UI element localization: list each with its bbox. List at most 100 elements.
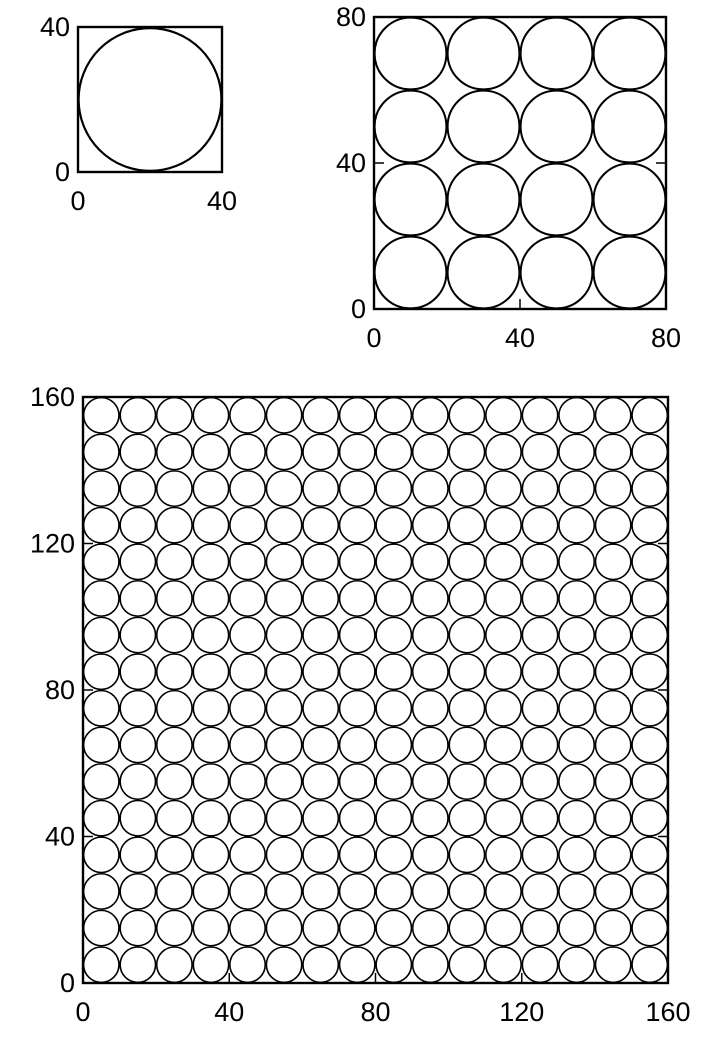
packed-circle xyxy=(558,616,596,654)
packed-circle xyxy=(265,763,303,801)
packed-circle xyxy=(448,689,486,727)
packed-circle xyxy=(338,872,376,910)
packed-circle xyxy=(631,433,669,471)
packed-circle xyxy=(558,763,596,801)
packed-circle xyxy=(119,909,157,947)
packed-circle xyxy=(192,726,230,764)
packed-circle xyxy=(411,872,449,910)
packed-circle xyxy=(558,506,596,544)
packed-circle xyxy=(594,396,632,434)
packed-circle xyxy=(192,543,230,581)
packed-circle xyxy=(229,909,267,947)
packed-circle xyxy=(265,396,303,434)
packed-circle xyxy=(631,909,669,947)
x-tick-label: 0 xyxy=(366,323,381,353)
packed-circle xyxy=(521,946,559,984)
packed-circle xyxy=(192,763,230,801)
packed-circle xyxy=(484,433,522,471)
packed-circle xyxy=(375,616,413,654)
packed-circle xyxy=(265,909,303,947)
packed-circle xyxy=(411,689,449,727)
packed-circle xyxy=(594,470,632,508)
packed-circle xyxy=(411,726,449,764)
packed-circle xyxy=(302,506,340,544)
packed-circle xyxy=(155,470,193,508)
packed-circle xyxy=(448,396,486,434)
packed-circle xyxy=(411,506,449,544)
packed-circle xyxy=(229,579,267,617)
packed-circle xyxy=(338,726,376,764)
packed-circle xyxy=(155,799,193,837)
packed-circle xyxy=(375,689,413,727)
packed-circle xyxy=(338,579,376,617)
packed-circle xyxy=(411,543,449,581)
packed-circle xyxy=(155,433,193,471)
packed-circle xyxy=(302,946,340,984)
square-frame xyxy=(76,25,224,174)
packed-circle xyxy=(521,726,559,764)
packed-circle xyxy=(594,946,632,984)
packed-circle xyxy=(338,909,376,947)
packed-circle xyxy=(558,872,596,910)
packed-circle xyxy=(229,433,267,471)
packed-circle xyxy=(338,946,376,984)
packed-circle xyxy=(484,543,522,581)
packed-circle xyxy=(448,653,486,691)
packed-circle xyxy=(631,836,669,874)
packed-circle xyxy=(155,909,193,947)
packed-circle xyxy=(448,763,486,801)
packed-circle xyxy=(119,689,157,727)
packed-circle xyxy=(338,763,376,801)
packed-circle xyxy=(82,799,120,837)
packed-circle xyxy=(82,946,120,984)
y-tick-label: 80 xyxy=(336,2,366,32)
packed-circle xyxy=(192,909,230,947)
y-tick-label: 80 xyxy=(45,675,75,705)
packed-circle xyxy=(375,946,413,984)
packed-circle xyxy=(192,653,230,691)
packed-circle xyxy=(484,506,522,544)
packed-circle xyxy=(594,836,632,874)
packed-circle xyxy=(265,433,303,471)
packed-circle xyxy=(192,506,230,544)
packed-circle xyxy=(375,470,413,508)
packed-circle xyxy=(375,726,413,764)
packed-circle xyxy=(265,689,303,727)
packed-circle xyxy=(448,433,486,471)
packed-circle xyxy=(448,543,486,581)
packed-circle xyxy=(411,909,449,947)
packed-circle xyxy=(558,470,596,508)
packed-circle xyxy=(448,470,486,508)
packed-circle xyxy=(594,506,632,544)
packed-circle xyxy=(302,616,340,654)
packed-circle xyxy=(82,616,120,654)
packed-circle xyxy=(631,872,669,910)
packed-circle xyxy=(192,433,230,471)
packed-circle xyxy=(119,396,157,434)
packed-circle xyxy=(155,506,193,544)
packed-circle xyxy=(448,799,486,837)
packed-circle xyxy=(192,872,230,910)
packed-circle xyxy=(594,433,632,471)
packed-circle xyxy=(119,836,157,874)
packed-circle xyxy=(592,162,667,237)
packed-circle xyxy=(448,946,486,984)
x-tick-label: 80 xyxy=(651,323,681,353)
packed-circle xyxy=(594,653,632,691)
packed-circle xyxy=(594,799,632,837)
packed-circle xyxy=(411,433,449,471)
packed-circle xyxy=(373,162,448,237)
packed-circle xyxy=(558,653,596,691)
packed-circle xyxy=(302,396,340,434)
packed-circle xyxy=(265,579,303,617)
packed-circle xyxy=(119,872,157,910)
packed-circle xyxy=(82,396,120,434)
packed-circle xyxy=(519,16,594,91)
packed-circle xyxy=(558,579,596,617)
packed-circle xyxy=(82,543,120,581)
packed-circle xyxy=(484,872,522,910)
packed-circle xyxy=(375,909,413,947)
packed-circle xyxy=(558,689,596,727)
packed-circle xyxy=(338,689,376,727)
y-tick-label: 0 xyxy=(55,157,70,187)
